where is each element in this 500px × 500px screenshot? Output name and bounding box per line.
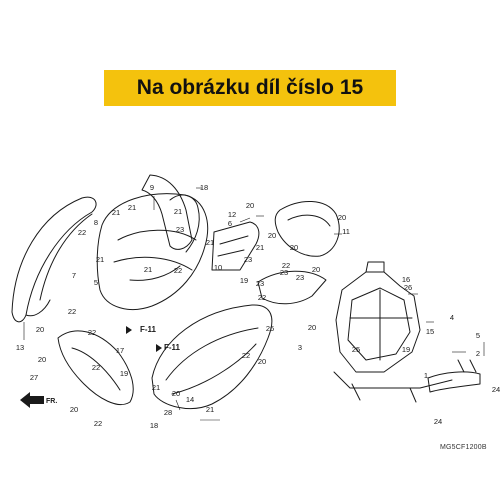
inner-bracket	[141, 174, 193, 250]
callout-number: 19	[120, 369, 128, 378]
callout-number: 22	[94, 419, 102, 428]
callout-number: 20	[246, 201, 254, 210]
callout-number: 16	[402, 275, 410, 284]
callout-number: 21	[128, 203, 136, 212]
callout-number: 14	[186, 395, 194, 404]
callout-number: 22	[174, 266, 182, 275]
callout-number: 20	[36, 325, 44, 334]
callout-number: 21	[144, 265, 152, 274]
callout-number: 22	[282, 261, 290, 270]
lower-panel-detail	[165, 327, 259, 395]
callout-number: 23	[244, 255, 252, 264]
callout-number: 23	[296, 273, 304, 282]
callout-number: 24	[492, 385, 500, 394]
callout-number: 10	[214, 263, 222, 272]
stay-26	[427, 371, 481, 393]
callout-number: 27	[30, 373, 38, 382]
cowl-inner-panel	[169, 194, 200, 253]
callout-number: 7	[72, 271, 76, 280]
callout-number: 22	[242, 351, 250, 360]
callout-number: 8	[94, 218, 98, 227]
callout-number: 11	[342, 227, 350, 236]
front-label: FR.	[46, 398, 57, 405]
front-arrow-icon	[20, 392, 44, 408]
callout-number: 18	[200, 183, 208, 192]
callout-number: 21	[112, 208, 120, 217]
callout-number: 5	[94, 278, 98, 287]
ref-label: F-11	[164, 343, 181, 352]
bracket-12	[211, 221, 260, 271]
lower-panel-14	[151, 304, 273, 410]
callout-number: 22	[88, 328, 96, 337]
callout-number: 22	[78, 228, 86, 237]
callout-number: 20	[308, 323, 316, 332]
side-panel-left	[11, 196, 97, 323]
callout-number: 22	[92, 363, 100, 372]
callout-number: 28	[164, 408, 172, 417]
callout-number: 20	[290, 243, 298, 252]
callout-number: 12	[228, 210, 236, 219]
upper-cowl	[96, 193, 209, 310]
frame-16	[335, 271, 421, 373]
cowl-detail	[113, 229, 197, 281]
callout-number: 1	[424, 371, 428, 380]
callout-number: 13	[16, 343, 24, 352]
callout-number: 20	[268, 231, 276, 240]
cover-11	[274, 200, 340, 257]
callout-number: 21	[206, 238, 214, 247]
title-banner: Na obrázku díl číslo 15	[104, 70, 396, 106]
callout-number: 19	[240, 276, 248, 285]
callout-number: 19	[402, 345, 410, 354]
ref-arrow-icon	[126, 326, 162, 352]
callout-number: 6	[228, 219, 232, 228]
callout-number: 20	[312, 265, 320, 274]
diagram-code: MG5CF1200B	[440, 444, 487, 451]
callout-number: 3	[298, 343, 302, 352]
inner-fairing-detail	[71, 347, 121, 391]
frame-16-bar	[349, 261, 413, 361]
callout-number: 23	[176, 225, 184, 234]
callout-number: 23	[280, 268, 288, 277]
callout-number: 20	[258, 357, 266, 366]
cover-right	[257, 270, 327, 305]
callout-number: 15	[426, 327, 434, 336]
callout-number: 22	[68, 307, 76, 316]
callout-number: 20	[172, 389, 180, 398]
callout-number: 20	[338, 213, 346, 222]
callout-number: 21	[152, 383, 160, 392]
callout-number: 26	[404, 283, 412, 292]
callout-number: 25	[352, 345, 360, 354]
callout-number: 5	[476, 331, 480, 340]
banner-title: Na obrázku díl číslo 15	[136, 76, 364, 99]
callout-number: 21	[174, 207, 182, 216]
callout-number: 21	[256, 243, 264, 252]
callout-number: 23	[256, 279, 264, 288]
callout-number: 4	[450, 313, 454, 322]
callout-number: 17	[116, 346, 124, 355]
bracket-12-detail	[217, 235, 249, 257]
cover-11-inner	[287, 214, 331, 227]
callout-number: 18	[150, 421, 158, 430]
callout-number: 21	[96, 255, 104, 264]
callout-number: 21	[206, 405, 214, 414]
inner-fairing-left	[57, 330, 134, 406]
callout-number: 2	[476, 349, 480, 358]
lower-stay	[333, 371, 453, 403]
tube-part	[457, 359, 477, 373]
frame-16-inner	[347, 287, 411, 361]
callout-number: 20	[38, 355, 46, 364]
callout-number: 22	[258, 293, 266, 302]
callout-number: 9	[150, 183, 154, 192]
callout-number: 24	[434, 417, 442, 426]
ref-label: F-11	[140, 325, 157, 334]
side-panel-inner	[25, 213, 93, 317]
callout-number: 26	[266, 324, 274, 333]
callout-number: 20	[70, 405, 78, 414]
